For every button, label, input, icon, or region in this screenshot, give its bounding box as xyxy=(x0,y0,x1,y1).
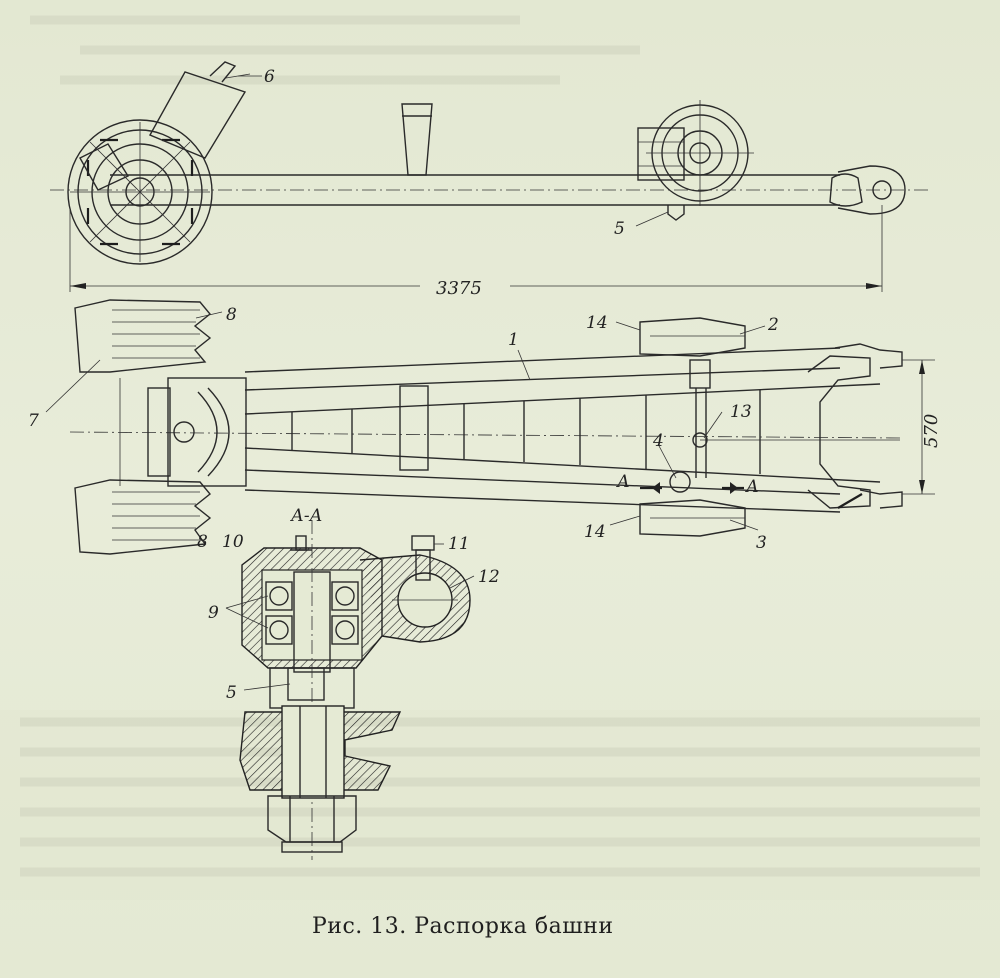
callout-4: 4 xyxy=(652,431,664,451)
dimension-length: 3375 xyxy=(436,278,482,299)
callout-14-upper: 14 xyxy=(586,313,608,333)
section-title: А-А xyxy=(290,506,323,526)
callout-5: 5 xyxy=(614,219,625,239)
bleed-through-text xyxy=(0,15,1000,900)
top-view-strut xyxy=(50,61,930,265)
dimension-width: 570 xyxy=(921,414,942,448)
section-a-a: А-А xyxy=(239,506,471,860)
callout-14-lower: 14 xyxy=(584,522,606,542)
callout-3: 3 xyxy=(756,533,767,553)
callout-12: 12 xyxy=(478,567,500,587)
callout-9: 9 xyxy=(208,603,219,623)
section-mark-a-right: А xyxy=(745,477,759,497)
callout-2: 2 xyxy=(767,315,779,335)
figure-caption: Рис. 13. Распорка башни xyxy=(312,914,614,939)
callout-11: 11 xyxy=(448,534,470,554)
callout-8-upper: 8 xyxy=(226,305,237,325)
callout-13: 13 xyxy=(730,402,752,422)
callout-6: 6 xyxy=(264,67,275,87)
callout-8-lower: 8 xyxy=(197,532,208,552)
callout-10: 10 xyxy=(222,532,244,552)
callout-leaders xyxy=(45,75,766,691)
length-dimension: 3375 xyxy=(69,205,883,299)
callout-7: 7 xyxy=(28,411,39,431)
section-mark-a-left: А xyxy=(616,472,630,492)
callout-5-section: 5 xyxy=(226,683,237,703)
callout-1: 1 xyxy=(508,330,519,350)
callout-numbers: 1 2 3 4 5 6 7 8 8 9 10 11 12 13 14 14 5 xyxy=(28,67,779,703)
width-dimension: 570 xyxy=(902,359,942,495)
plan-view-strut: А А xyxy=(69,299,903,555)
